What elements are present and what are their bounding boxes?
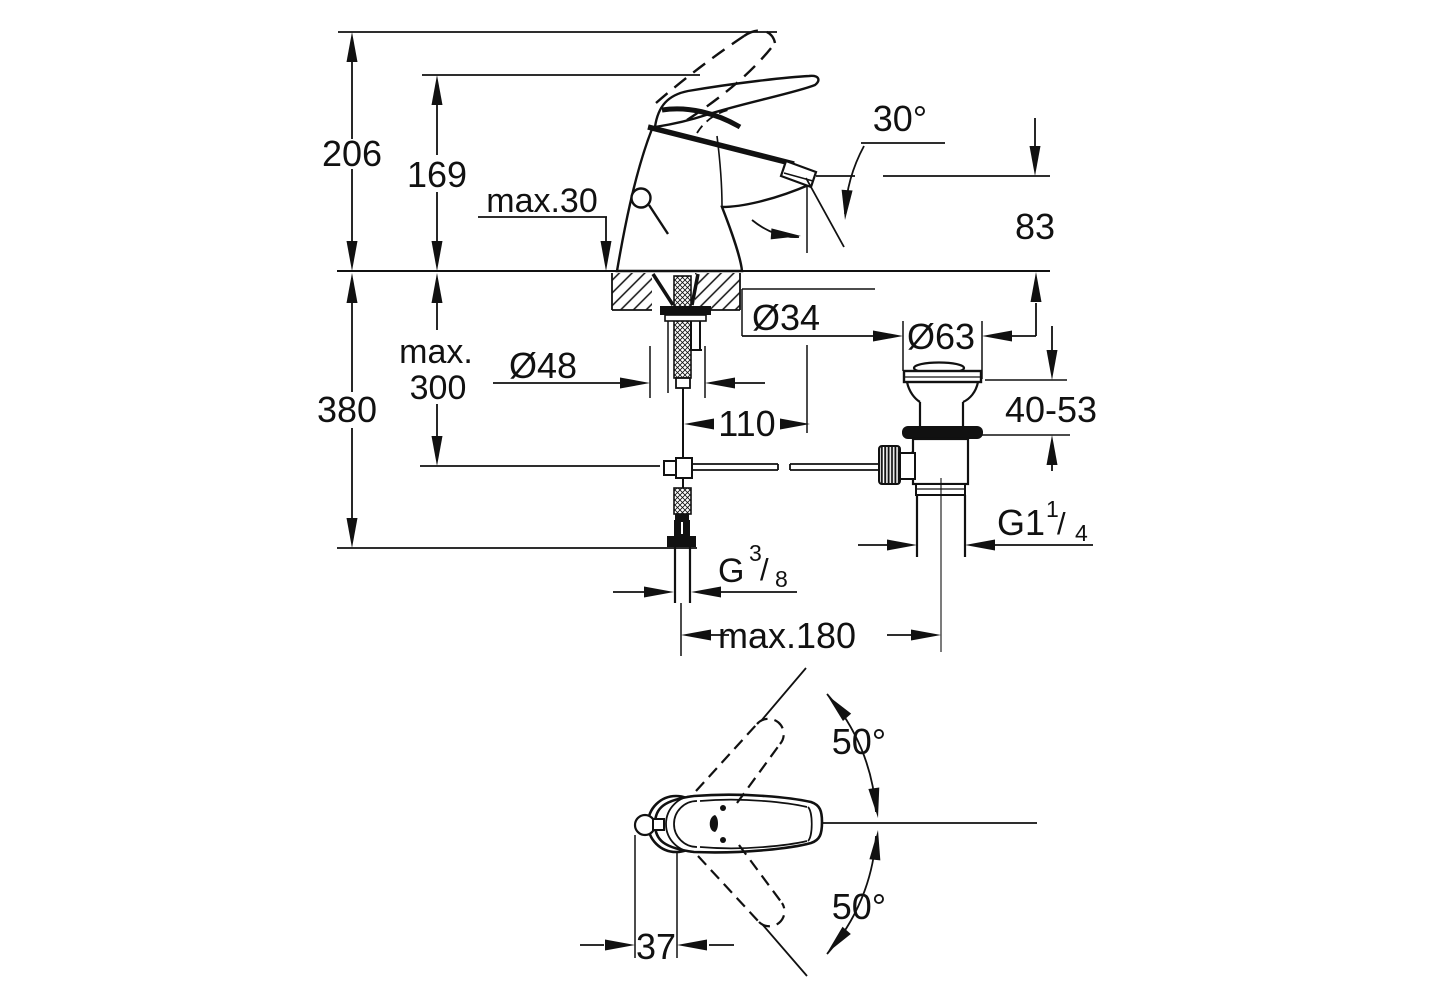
- deck-hatch-left: [612, 273, 652, 310]
- ext-lines-pivot-offset: [634, 835, 678, 958]
- handle-joint-edge: [661, 106, 742, 130]
- waste-tailpipe: [915, 495, 967, 557]
- rod-cross-left: [663, 460, 677, 476]
- dim-label-below-deck-depth: 380: [317, 389, 377, 430]
- dim-label-base-diameter: Ø48: [509, 345, 577, 386]
- horizontal-linkage-rod: [692, 463, 880, 471]
- pop-up-knob-stem: [647, 204, 670, 235]
- dim-label-spout-angle: 30°: [873, 98, 927, 139]
- braided-hose: [673, 487, 692, 515]
- waste-thread-denominator: 4: [1075, 520, 1088, 546]
- dim-label-deck-thickness: max.30: [486, 182, 598, 220]
- supply-thread-denominator: 8: [775, 566, 788, 592]
- mounting-washer: [664, 314, 707, 322]
- dim-label-waste-thread: G1 1 / 4: [997, 496, 1088, 546]
- waste-thread-numerator: 1: [1046, 496, 1059, 522]
- coupling-nut: [667, 536, 696, 547]
- lever-notch: [709, 815, 718, 832]
- waste-thread-base: G1: [997, 502, 1045, 543]
- waste-o-ring: [902, 426, 983, 439]
- faucet-side-view: [615, 29, 820, 273]
- rod-cross-body: [675, 457, 693, 479]
- braided-shank: [673, 275, 692, 379]
- stream-angle-line: [805, 177, 845, 248]
- hose-ferrule: [675, 514, 689, 520]
- deck-cross-section: [611, 273, 741, 311]
- supply-thread-slash: /: [760, 552, 769, 587]
- rod-fitting: [675, 377, 691, 389]
- spout-top-edge: [647, 124, 795, 167]
- under-deck-assembly: [651, 273, 880, 603]
- body-seam-line: [716, 135, 723, 207]
- waste-neck: [905, 381, 980, 404]
- dim-label-spout-height: 83: [1015, 206, 1055, 247]
- lever-inner-outline: [699, 798, 813, 850]
- lever-cap-arcs: [665, 795, 698, 853]
- dim-label-pivot-offset: 37: [636, 926, 676, 967]
- dim-label-hose-spread: max.180: [718, 615, 856, 656]
- handle-top-view: 37 50° 50°: [580, 667, 1037, 977]
- dim-label-overall-height: 206: [322, 133, 382, 174]
- pop-up-waste-valve: [878, 361, 983, 652]
- mounting-flange: [660, 306, 711, 315]
- swivel-axis-extensions: [760, 667, 808, 977]
- label-box-shank-dia: [741, 288, 875, 336]
- dim-label-waste-range: 40-53: [1005, 389, 1097, 430]
- dimensions: 206 169 max.30 380 max. 300 Ø48 Ø34 110 …: [317, 32, 1097, 656]
- supply-pipe: [673, 547, 692, 603]
- waste-thread-slash: /: [1057, 506, 1066, 541]
- dimension-lines: [351, 38, 1093, 636]
- lever-raised-position-dashed: [655, 29, 777, 122]
- dim-label-swivel-down: 50°: [832, 886, 886, 927]
- hidden-cartridge-line: [696, 109, 729, 134]
- dim-label-swivel-up: 50°: [832, 721, 886, 762]
- lever-dot-bottom: [720, 837, 726, 843]
- deck-hatch-right: [695, 273, 740, 310]
- dim-label-hose-max-2: 300: [410, 369, 467, 407]
- mounting-stud: [689, 321, 702, 351]
- supply-thread-base: G: [718, 552, 744, 590]
- pull-knob-link: [652, 818, 665, 831]
- linkage-stub: [898, 452, 916, 480]
- faucet-body-outline: [615, 127, 813, 273]
- dim-label-waste-diameter: Ø63: [907, 316, 975, 357]
- aerator-line: [783, 172, 814, 182]
- ext-lines-base-dia: [649, 346, 706, 398]
- dim-label-supply-thread: G 3 / 8: [718, 540, 788, 592]
- waste-body: [911, 437, 970, 486]
- knurled-adjuster-knob: [878, 445, 901, 485]
- dim-label-shank-diameter: Ø34: [752, 297, 820, 338]
- supply-thread-numerator: 3: [749, 540, 762, 566]
- dim-label-hose-max-1: max.: [399, 333, 473, 371]
- shank-cone: [651, 273, 700, 306]
- deck-outline: [611, 273, 741, 311]
- dim-label-spout-reach: 110: [718, 403, 775, 444]
- lever-dot-top: [720, 805, 726, 811]
- ext-lines-waste-dia: [902, 321, 983, 379]
- waste-upper-cylinder: [918, 402, 965, 427]
- pop-up-knob: [630, 187, 652, 209]
- dim-label-body-height: 169: [407, 154, 467, 195]
